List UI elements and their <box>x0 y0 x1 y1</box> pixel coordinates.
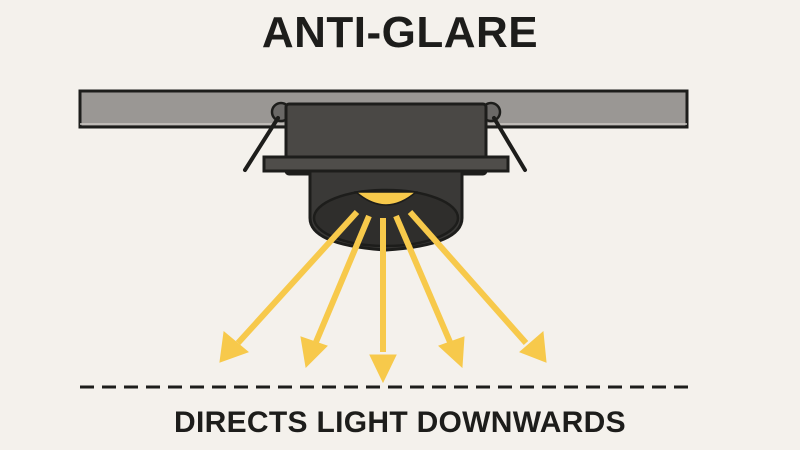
light-ray-1 <box>219 209 360 363</box>
light-ray-5 <box>407 210 547 363</box>
diagram-title: ANTI-GLARE <box>261 8 539 57</box>
fixture-trim <box>262 155 510 173</box>
light-ray-2 <box>300 214 372 369</box>
diagram-caption: DIRECTS LIGHT DOWNWARDS <box>174 406 626 439</box>
light-ray-3 <box>369 218 397 384</box>
light-ray-4 <box>393 214 465 369</box>
lamp-glow <box>353 191 419 206</box>
fixture-cylinder <box>308 169 464 252</box>
light-rays <box>219 209 547 384</box>
